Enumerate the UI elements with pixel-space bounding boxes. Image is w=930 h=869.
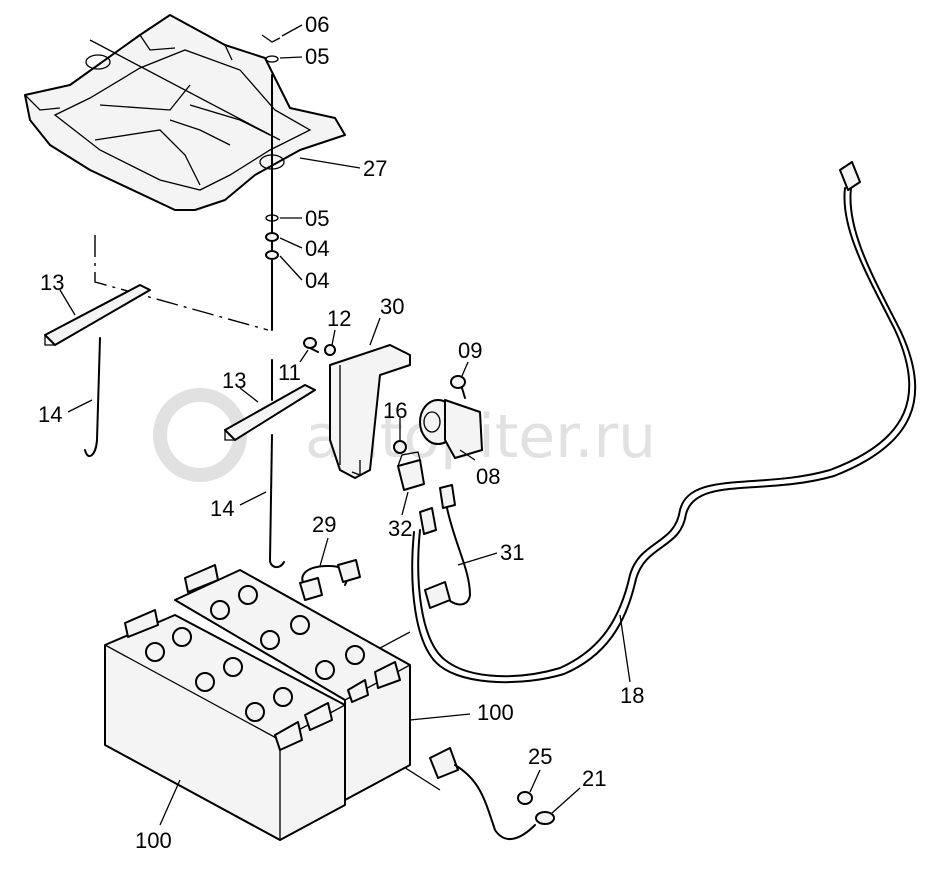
harness-29 xyxy=(299,559,361,601)
label-18: 18 xyxy=(620,683,644,708)
label-05-mid: 05 xyxy=(305,206,329,231)
label-04-upper: 04 xyxy=(305,236,329,261)
label-13-upper: 13 xyxy=(40,270,64,295)
switch-32 xyxy=(397,451,425,491)
bracket-13-upper xyxy=(44,284,151,346)
label-04-lower: 04 xyxy=(305,268,329,293)
bolt-16 xyxy=(393,440,407,454)
battery-link-line xyxy=(379,631,411,649)
hook-rod-14-right xyxy=(268,434,285,568)
label-05-top: 05 xyxy=(305,44,329,69)
battery-cover-27 xyxy=(24,14,346,211)
label-12: 12 xyxy=(327,306,351,331)
label-21: 21 xyxy=(582,766,606,791)
washer-12 xyxy=(324,344,336,356)
label-27: 27 xyxy=(363,156,387,181)
label-11: 11 xyxy=(278,360,301,385)
alignment-line xyxy=(94,235,269,331)
label-06: 06 xyxy=(305,12,329,37)
label-30: 30 xyxy=(380,294,404,319)
label-08: 08 xyxy=(476,464,500,489)
label-100-left: 100 xyxy=(135,828,172,853)
part-labels: 06 05 27 05 04 04 13 12 30 09 11 13 14 1… xyxy=(38,12,644,853)
battery-100-front xyxy=(104,609,346,841)
label-25: 25 xyxy=(528,744,552,769)
bolt-09 xyxy=(450,375,466,399)
cable-18 xyxy=(411,161,917,684)
hold-down-rod xyxy=(261,34,281,401)
relay-bracket-30 xyxy=(329,344,411,479)
leader-lines xyxy=(59,24,631,826)
label-32: 32 xyxy=(388,516,412,541)
label-14-right: 14 xyxy=(210,496,234,521)
label-09: 09 xyxy=(458,338,482,363)
battery-100-rear xyxy=(174,564,411,801)
label-100-right: 100 xyxy=(477,700,514,725)
ground-cable-21 xyxy=(429,747,555,840)
label-31: 31 xyxy=(500,540,524,565)
bracket-13-lower xyxy=(224,384,316,441)
bolt-11 xyxy=(303,337,319,353)
label-29: 29 xyxy=(312,512,336,537)
label-13-lower: 13 xyxy=(222,368,246,393)
label-16: 16 xyxy=(383,398,407,423)
relay-08 xyxy=(419,399,483,459)
label-14-left: 14 xyxy=(38,402,62,427)
cable-31 xyxy=(424,484,472,609)
bolt-25 xyxy=(517,791,533,805)
hook-rod-14-left xyxy=(84,337,101,458)
